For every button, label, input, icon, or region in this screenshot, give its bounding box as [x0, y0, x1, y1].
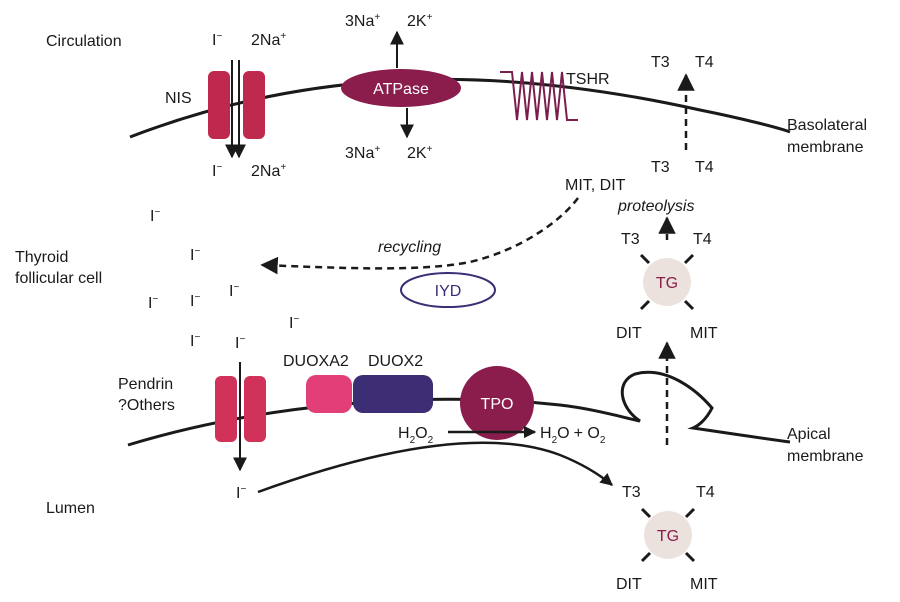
lumen-label: Lumen: [46, 500, 95, 517]
tg-lumen-mit: MIT: [690, 576, 718, 593]
tg-spoke: [640, 507, 652, 519]
tg-spoke: [683, 253, 695, 265]
iodide-ion: I−: [190, 332, 200, 350]
pendrin-label: Pendrin: [118, 376, 173, 393]
iodide-ion: I−: [229, 282, 239, 300]
atpase-na-top: 3Na+: [345, 12, 380, 30]
nis-subunit-right: [243, 71, 265, 139]
basolateral-label-line1: Basolateral: [787, 117, 867, 134]
iodide-ion: I−: [190, 246, 200, 264]
tg-cell-t4: T4: [693, 231, 712, 248]
secretion-t3-bottom: T3: [651, 159, 670, 176]
tshr-receptor: [500, 71, 578, 121]
duox2-label: DUOX2: [368, 353, 423, 370]
tg-lumen-protein: [644, 511, 692, 559]
nis-iodide-bottom: I−: [212, 162, 222, 180]
tg-cell-dit: DIT: [616, 325, 642, 342]
tg-cell-protein: [643, 258, 691, 306]
secretion-t4-bottom: T4: [695, 159, 714, 176]
tg-spoke: [640, 551, 652, 563]
tg-lumen-t4: T4: [696, 484, 715, 501]
tg-lumen-t3: T3: [622, 484, 641, 501]
iodide-ion: I−: [190, 292, 200, 310]
nis-iodide-top: I−: [212, 31, 222, 49]
tg-spoke: [684, 551, 696, 563]
thyroid-cell-label-line2: follicular cell: [15, 270, 102, 287]
tg-lumen-complex: TG: [640, 507, 696, 563]
recycling-arrow: [260, 197, 579, 275]
tg-lumen-label: TG: [657, 528, 679, 545]
others-label: ?Others: [118, 397, 175, 414]
atpase-k-top: 2K+: [407, 12, 433, 30]
secretion-t3-top: T3: [651, 54, 670, 71]
recycling-label: recycling: [378, 239, 441, 256]
tg-cell-mit: MIT: [690, 325, 718, 342]
duoxa2-label: DUOXA2: [283, 353, 349, 370]
atpase-k-bottom: 2K+: [407, 144, 433, 162]
nis-label: NIS: [165, 90, 192, 107]
nis-transporter: [208, 60, 265, 159]
tg-spoke: [639, 253, 651, 265]
secretion-t4-top: T4: [695, 54, 714, 71]
nis-sodium-bottom: 2Na+: [251, 162, 286, 180]
proteolysis-label: proteolysis: [617, 198, 694, 215]
duox2-protein: [353, 375, 433, 413]
atpase-label: ATPase: [373, 81, 429, 98]
nis-subunit-left: [208, 71, 230, 139]
pendrin-subunit-right: [244, 376, 266, 442]
iyd-enzyme: [400, 272, 496, 308]
iyd-label: IYD: [435, 283, 462, 300]
tg-cell-t3: T3: [621, 231, 640, 248]
iodide-ion: I−: [235, 334, 245, 352]
tpo-enzyme: [460, 366, 534, 440]
basolateral-label-line2: membrane: [787, 139, 864, 156]
iodination-arrow: [257, 441, 613, 494]
tg-lumen-dit: DIT: [616, 576, 642, 593]
atpase-na-bottom: 3Na+: [345, 144, 380, 162]
tg-spoke: [684, 507, 696, 519]
h2o-o2-label: H2O+ O2: [540, 425, 606, 446]
pendrin-transporter: [215, 362, 266, 472]
iodide-ion: I−: [148, 294, 158, 312]
tg-spoke: [683, 299, 695, 311]
circulation-label: Circulation: [46, 33, 122, 50]
tg-cell-label: TG: [656, 275, 678, 292]
tg-cell-complex: TG: [639, 253, 695, 311]
duoxa2-protein: [306, 375, 352, 413]
nis-sodium-top: 2Na+: [251, 31, 286, 49]
pendrin-subunit-left: [215, 376, 237, 442]
cytoplasmic-iodide-group: I− I− I− I− I− I− I− I−: [148, 207, 299, 352]
apical-label-line2: membrane: [787, 448, 864, 465]
tg-spoke: [639, 299, 651, 311]
apical-label-line1: Apical: [787, 426, 831, 443]
iodide-ion: I−: [150, 207, 160, 225]
atpase-pump: [341, 69, 461, 107]
lumen-iodide: I−: [236, 484, 246, 502]
tshr-label: TSHR: [566, 71, 610, 88]
h2o2-label: H2O2: [398, 425, 434, 446]
mit-dit-label: MIT, DIT: [565, 177, 626, 194]
tpo-label: TPO: [481, 396, 514, 413]
iodide-ion: I−: [289, 314, 299, 332]
thyroid-cell-label-line1: Thyroid: [15, 249, 68, 266]
